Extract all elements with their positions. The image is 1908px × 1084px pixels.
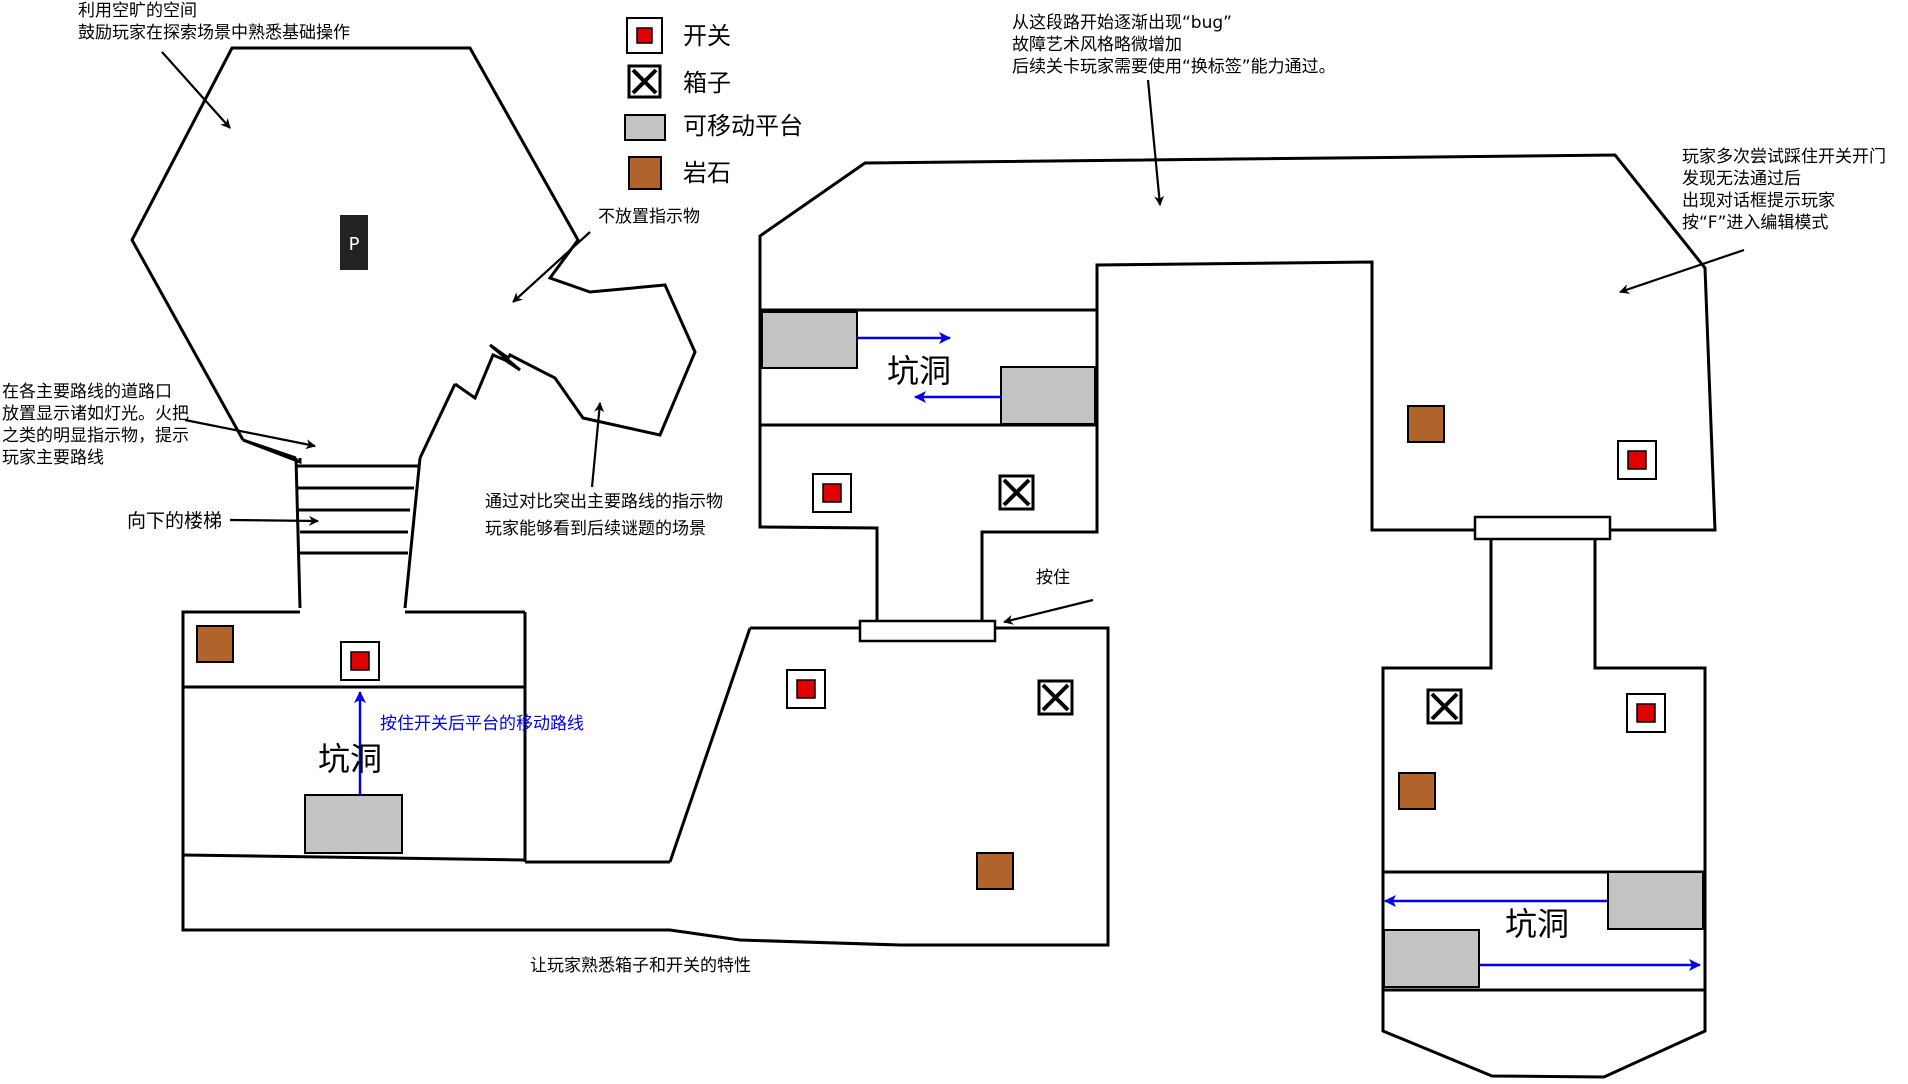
note-route-markers-line3: 之类的明显指示物，提示: [2, 426, 189, 446]
stairs: [242, 383, 457, 609]
rock: [196, 625, 234, 663]
note-edit-mode-line2: 发现无法通过后: [1682, 169, 1801, 189]
note-route-markers-line4: 玩家主要路线: [2, 448, 104, 468]
legend: 开关 箱子 可移动平台 岩石: [624, 17, 803, 190]
note-route-markers-line2: 放置显示诸如灯光。火把: [2, 404, 189, 424]
legend-rock-icon: [628, 156, 662, 190]
note-hold: 按住: [1036, 568, 1070, 588]
annotation-arrows: [161, 51, 1745, 625]
note-contrast-line1: 通过对比突出主要路线的指示物: [485, 492, 723, 512]
rock: [1407, 405, 1445, 443]
notes: 利用空旷的空间 鼓励玩家在探索场景中熟悉基础操作 不放置指示物 在各主要路线的道…: [2, 1, 1886, 976]
movable-platform: [761, 311, 858, 369]
note-contrast-line2: 玩家能够看到后续谜题的场景: [485, 519, 706, 539]
legend-switch-icon: [626, 17, 663, 54]
middle-room: 坑洞: [758, 153, 1717, 621]
movable-platform: [1607, 871, 1704, 930]
movable-platform: [304, 794, 403, 854]
legend-box-label: 箱子: [683, 69, 731, 97]
note-edit-mode-line3: 出现对话框提示玩家: [1682, 191, 1835, 211]
note-open-space-line2: 鼓励玩家在探索场景中熟悉基础操作: [78, 22, 350, 43]
movable-platform: [1383, 929, 1480, 988]
legend-platform-label: 可移动平台: [683, 112, 803, 140]
legend-switch-label: 开关: [683, 22, 731, 50]
door: [858, 619, 997, 643]
note-edit-mode-line4: 按“F”进入编辑模式: [1682, 213, 1828, 233]
player-marker-label: P: [349, 234, 360, 255]
player-marker: [340, 215, 368, 270]
note-route-markers-line1: 在各主要路线的道路口: [2, 382, 172, 402]
legend-rock-label: 岩石: [683, 159, 731, 187]
platform-path-note: 按住开关后平台的移动路线: [380, 714, 584, 734]
note-no-marker: 不放置指示物: [598, 207, 700, 227]
pit-label: 坑洞: [887, 352, 951, 390]
rock: [976, 852, 1014, 890]
legend-platform-icon: [624, 114, 666, 141]
note-open-space-line1: 利用空旷的空间: [78, 1, 197, 21]
door: [1473, 515, 1612, 541]
note-stairs: 向下的楼梯: [127, 510, 222, 532]
note-bug-line3: 后续关卡玩家需要使用“换标签”能力通过。: [1012, 56, 1336, 77]
left-room: 坑洞 按住开关后平台的移动路线: [181, 610, 1110, 947]
pit-label: 坑洞: [1505, 905, 1569, 943]
right-room: 坑洞: [1381, 539, 1707, 1079]
movable-platform: [1000, 366, 1096, 425]
start-room: P: [130, 46, 697, 441]
note-bug-line2: 故障艺术风格略微增加: [1012, 35, 1182, 55]
rock: [1398, 772, 1436, 810]
note-edit-mode-line1: 玩家多次尝试踩住开关开门: [1682, 147, 1886, 167]
note-familiarize: 让玩家熟悉箱子和开关的特性: [530, 955, 751, 976]
note-bug-line1: 从这段路开始逐渐出现“bug”: [1012, 13, 1232, 33]
pit-label: 坑洞: [318, 740, 382, 778]
